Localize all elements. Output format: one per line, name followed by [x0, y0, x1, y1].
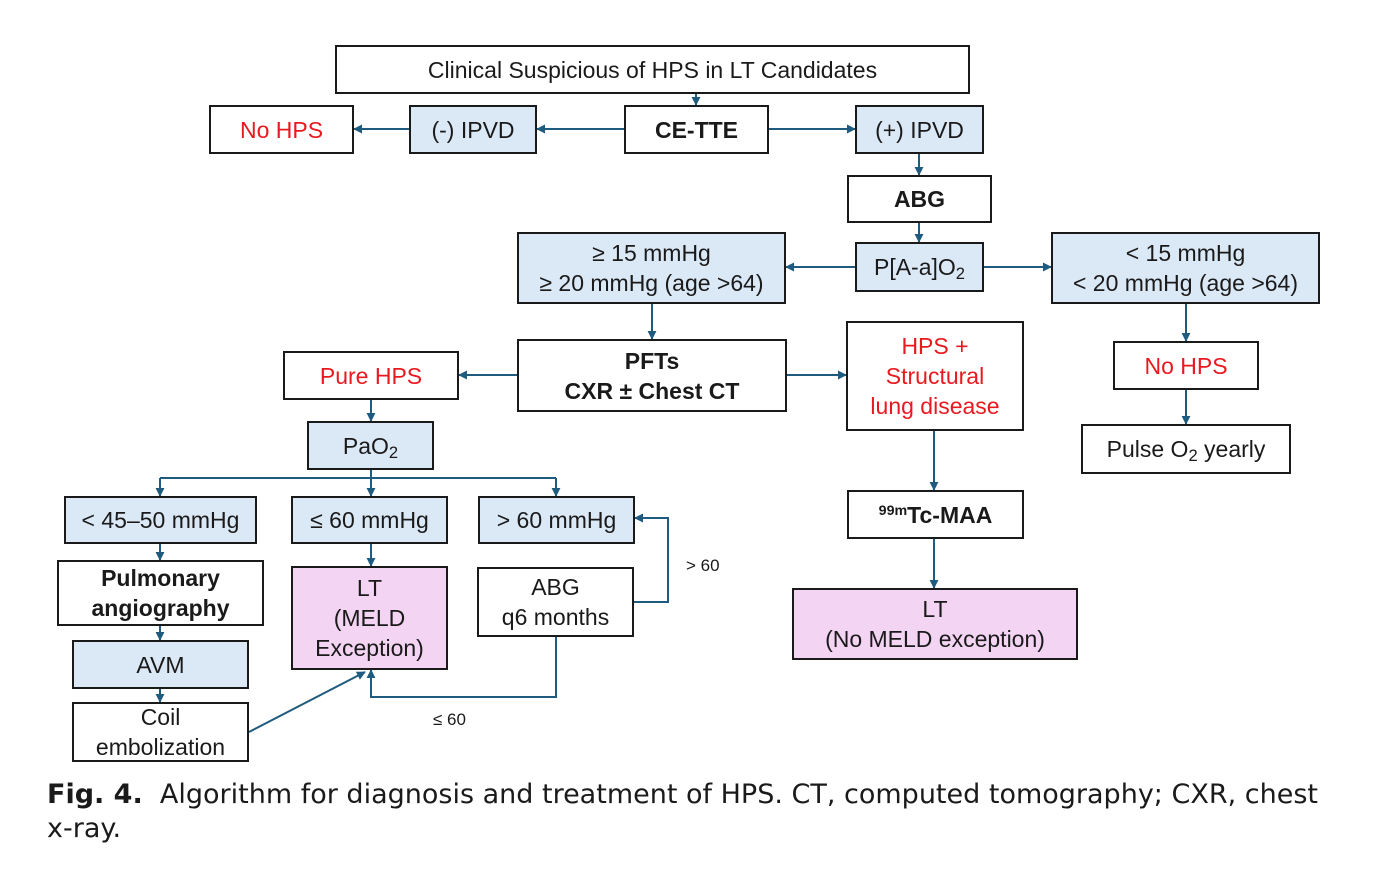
ce-tte-text: CE-TTE — [654, 116, 739, 143]
clinical-suspicion-text: Clinical Suspicious of HPS in LT Candida… — [427, 56, 878, 83]
abg-box: ABG — [847, 175, 992, 223]
aa-gradient-subscript: 2 — [955, 264, 965, 284]
hps-structural-line2: Structural — [885, 363, 985, 389]
lt-meld-exception-line1: LT — [356, 575, 383, 601]
coil-embolization-line1: Coil — [140, 704, 181, 730]
high-gradient-line2: ≥ 20 mmHg (age >64) — [539, 270, 764, 296]
pure-hps-box: Pure HPS — [283, 351, 459, 400]
no-hps-right-text: No HPS — [1144, 352, 1228, 379]
pulmonary-angiography-line2: angiography — [91, 595, 230, 621]
connector-coil-to-lt — [248, 671, 366, 733]
tc-maa-box: 99mTc-MAA — [847, 490, 1024, 539]
pfts-line1: PFTs — [624, 347, 680, 374]
ce-tte-box: CE-TTE — [624, 105, 769, 154]
tc-maa-text: 99mTc-MAA — [879, 500, 993, 530]
lt-meld-exception-line2: (MELD — [333, 605, 406, 631]
lt-no-meld-line1: LT — [922, 596, 948, 622]
abg-q6-line1: ABG — [531, 574, 580, 600]
clinical-suspicion-box: Clinical Suspicious of HPS in LT Candida… — [335, 45, 970, 94]
positive-ipvd-box: (+) IPVD — [855, 105, 984, 154]
edge-label-le60: ≤ 60 — [433, 710, 466, 729]
pulmonary-angiography-line1: Pulmonary — [101, 565, 220, 591]
pao2-subscript: 2 — [388, 442, 399, 462]
avm-text: AVM — [136, 651, 185, 678]
pfts-line2: CXR ± Chest CT — [564, 377, 740, 404]
caption-text: Algorithm for diagnosis and treatment of… — [47, 779, 1318, 844]
hps-structural-line1: HPS + — [901, 333, 969, 359]
tc-maa-main: Tc-MAA — [907, 501, 993, 528]
tc-maa-superscript: 99m — [878, 502, 908, 519]
lt-no-meld-box: LT (No MELD exception) — [792, 588, 1078, 660]
pulse-o2-prefix: Pulse O — [1106, 436, 1189, 462]
low-gradient-line1: < 15 mmHg — [1125, 240, 1246, 266]
coil-embolization-line2: embolization — [95, 734, 226, 760]
abg-q6-line2: q6 months — [501, 604, 610, 630]
avm-box: AVM — [72, 640, 249, 689]
pulse-o2-box: Pulse O2 yearly — [1081, 424, 1291, 474]
no-hps-right-box: No HPS — [1113, 341, 1259, 390]
pure-hps-text: Pure HPS — [319, 362, 423, 389]
pao2-low-text: < 45–50 mmHg — [81, 507, 240, 533]
aa-gradient-text: P[A-a]O2 — [874, 252, 965, 282]
figure-caption: Fig. 4. Algorithm for diagnosis and trea… — [47, 778, 1347, 846]
pulse-o2-suffix: yearly — [1197, 436, 1266, 462]
pao2-high-text: > 60 mmHg — [496, 507, 617, 533]
pulse-o2-text: Pulse O2 yearly — [1107, 434, 1266, 464]
high-gradient-box: ≥ 15 mmHg ≥ 20 mmHg (age >64) — [517, 232, 786, 304]
connector-abg-q6-loop-gt60 — [634, 513, 669, 603]
pulse-o2-subscript: 2 — [1188, 446, 1198, 466]
abg-q6-box: ABG q6 months — [477, 567, 634, 637]
positive-ipvd-text: (+) IPVD — [875, 116, 964, 143]
aa-gradient-box: P[A-a]O2 — [855, 242, 984, 292]
high-gradient-line1: ≥ 15 mmHg — [592, 240, 711, 266]
no-hps-left-box: No HPS — [209, 105, 354, 154]
hps-structural-line3: lung disease — [870, 393, 1000, 419]
negative-ipvd-box: (-) IPVD — [409, 105, 537, 154]
no-hps-left-text: No HPS — [239, 116, 324, 143]
pulmonary-angiography-box: Pulmonary angiography — [57, 560, 264, 626]
abg-text: ABG — [893, 186, 946, 212]
pao2-text: PaO2 — [343, 431, 398, 461]
negative-ipvd-text: (-) IPVD — [431, 116, 515, 143]
aa-gradient-prefix: P[A-a]O — [873, 254, 956, 280]
lt-meld-exception-box: LT (MELD Exception) — [291, 566, 448, 670]
low-gradient-box: < 15 mmHg < 20 mmHg (age >64) — [1051, 232, 1320, 304]
pao2-high-box: > 60 mmHg — [478, 496, 635, 544]
pao2-mid-text: ≤ 60 mmHg — [310, 507, 429, 533]
coil-embolization-box: Coil embolization — [72, 702, 249, 762]
pao2-box: PaO2 — [307, 421, 434, 470]
lt-no-meld-line2: (No MELD exception) — [825, 626, 1045, 652]
pao2-mid-box: ≤ 60 mmHg — [291, 496, 448, 544]
lt-meld-exception-line3: Exception) — [315, 635, 424, 661]
connector-abg-q6-loop-le60 — [366, 637, 557, 698]
edge-label-gt60: > 60 — [686, 556, 720, 575]
pao2-prefix: PaO — [342, 432, 389, 459]
low-gradient-line2: < 20 mmHg (age >64) — [1072, 270, 1298, 296]
pao2-low-box: < 45–50 mmHg — [64, 496, 257, 544]
connector-pao2-branch — [160, 470, 556, 479]
caption-label: Fig. 4. — [47, 779, 143, 810]
pfts-box: PFTs CXR ± Chest CT — [517, 339, 787, 412]
hps-structural-box: HPS + Structural lung disease — [846, 321, 1024, 431]
